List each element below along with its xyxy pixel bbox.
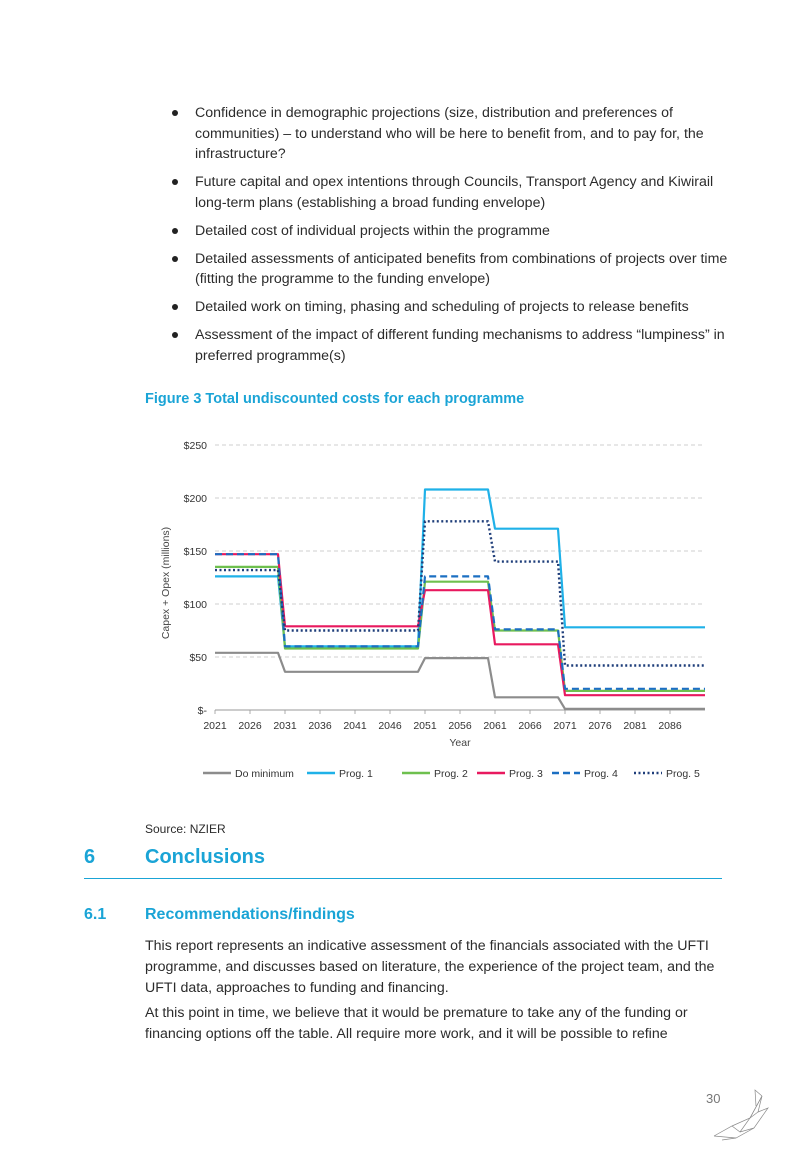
bullet-list: Confidence in demographic projections (s… (170, 103, 730, 374)
x-tick-label: 2061 (483, 720, 507, 732)
x-tick-label: 2031 (273, 720, 297, 732)
x-axis-label: Year (449, 737, 471, 749)
subsection-title: Recommendations/findings (145, 906, 355, 923)
series-line (215, 553, 705, 697)
legend-label: Do minimum (235, 768, 294, 780)
chart-series (215, 488, 705, 710)
y-tick-label: $- (198, 705, 208, 717)
bullet-item: Detailed assessments of anticipated bene… (170, 249, 730, 290)
x-tick-label: 2036 (308, 720, 332, 732)
bullet-item: Detailed work on timing, phasing and sch… (170, 297, 730, 318)
x-tick-label: 2051 (413, 720, 437, 732)
series-line (215, 520, 705, 667)
subsection-number: 6.1 (84, 906, 107, 923)
bullet-item: Future capital and opex intentions throu… (170, 172, 730, 213)
bullet-dot-icon (172, 304, 178, 310)
figure-source: Source: NZIER (145, 822, 226, 836)
x-tick-label: 2046 (378, 720, 402, 732)
y-tick-label: $50 (189, 652, 207, 664)
x-tick-label: 2026 (238, 720, 262, 732)
x-tick-label: 2071 (553, 720, 577, 732)
chart-legend: Do minimum Prog. 1 Prog. 2 Prog. 3 Prog. 4 Pr… (203, 768, 700, 780)
legend-label: Prog. 2 (434, 768, 468, 780)
series-line (215, 553, 705, 690)
legend-label: Prog. 1 (339, 768, 373, 780)
bullet-dot-icon (172, 179, 178, 185)
x-tick-label: 2066 (518, 720, 542, 732)
x-tick-label: 2056 (448, 720, 472, 732)
bullet-dot-icon (172, 110, 178, 116)
y-tick-label: $150 (184, 546, 208, 558)
x-tick-labels: 2021 2026 2031 2036 2041 2046 2051 2056 2061 2066… (203, 720, 682, 732)
page-number: 30 (706, 1091, 721, 1106)
series-line (215, 488, 705, 648)
bullet-dot-icon (172, 227, 178, 234)
chart-grid (214, 444, 705, 714)
legend-label: Prog. 5 (666, 768, 700, 780)
bullet-dot-icon (172, 332, 178, 338)
y-tick-label: $200 (184, 493, 208, 505)
legend-label: Prog. 3 (509, 768, 543, 780)
series-line (215, 651, 705, 710)
y-tick-label: $250 (184, 440, 208, 452)
section-heading: 6 Conclusions (84, 846, 722, 879)
paragraph: This report represents an indicative ass… (145, 938, 715, 996)
x-tick-label: 2021 (203, 720, 227, 732)
bullet-item: Confidence in demographic projections (s… (170, 103, 730, 165)
figure-caption: Figure 3 Total undiscounted costs for ea… (145, 391, 525, 407)
section-title: Conclusions (145, 846, 266, 868)
x-tick-label: 2076 (588, 720, 612, 732)
bullet-item: Detailed cost of individual projects wit… (170, 221, 730, 242)
legend-label: Prog. 4 (584, 768, 618, 780)
nzier-logo-icon (713, 1089, 769, 1141)
y-axis-label: Capex + Opex (millions) (160, 527, 172, 639)
section-number: 6 (84, 846, 96, 868)
x-tick-label: 2041 (343, 720, 367, 732)
bullet-item: Assessment of the impact of different fu… (170, 325, 730, 366)
y-tick-labels: $- $50 $100 $150 $200 $250 (184, 440, 208, 717)
y-tick-label: $100 (184, 599, 208, 611)
bullet-dot-icon (172, 255, 178, 262)
paragraph: At this point in time, we believe that i… (145, 1005, 688, 1042)
x-tick-label: 2086 (658, 720, 682, 732)
x-tick-label: 2081 (623, 720, 647, 732)
